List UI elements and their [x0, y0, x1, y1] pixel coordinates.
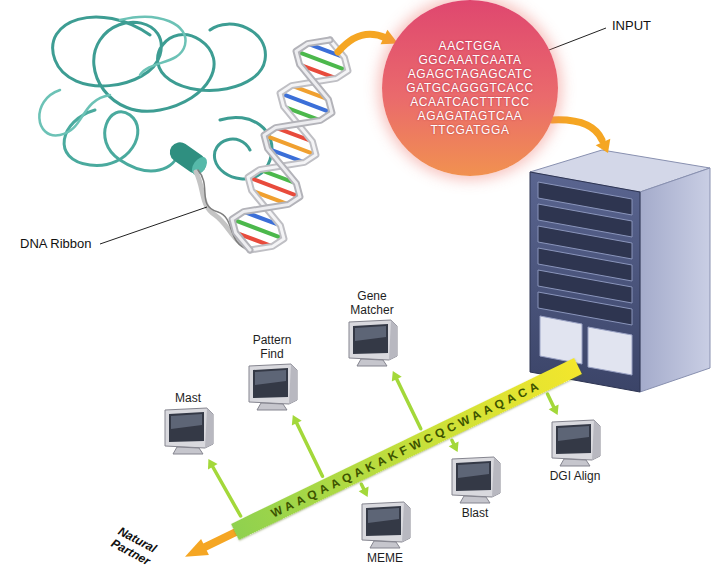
monitor-holder: [343, 318, 401, 368]
monitor-icon: [243, 362, 301, 412]
connector-arrow: [292, 415, 323, 476]
connector-line: [212, 466, 240, 516]
flow-arrow: [552, 120, 610, 153]
workstation-label: Mast: [175, 390, 201, 406]
sequence-text: WAAQAAQAKAKFWCQCWAAQACA: [268, 376, 545, 523]
workstation-node: Gene Matcher: [343, 288, 401, 368]
workstation-node: DGI Align: [546, 418, 604, 484]
callout-label: INPUT: [612, 18, 651, 33]
monitor-holder: [356, 500, 414, 550]
connector-line: [548, 394, 555, 408]
connector-line: [396, 378, 421, 429]
sequence-text: AACTGGA: [439, 39, 502, 53]
output-arrow: [185, 531, 238, 557]
arrow-head: [359, 487, 369, 498]
connector-arrow: [359, 484, 369, 497]
monitor-icon: [546, 418, 604, 468]
workstation-label: Blast: [462, 505, 489, 521]
arrow-head: [392, 371, 402, 382]
workstation-label: Pattern Find: [244, 332, 300, 362]
connector-arrow: [208, 459, 241, 516]
monitor-holder: [243, 362, 301, 412]
arrow-head: [208, 459, 218, 470]
arrow-head: [449, 442, 459, 453]
monitor-holder: [546, 418, 604, 468]
monitor-icon: [343, 318, 401, 368]
arrow-head: [292, 415, 302, 426]
monitor-icon: [446, 455, 504, 505]
connector-arrow: [392, 371, 421, 429]
sequence-text: GGCAAATCAATA: [418, 53, 521, 67]
sequence-text: ACAATCACTTTTCC: [410, 95, 530, 109]
workstation-node: Mast: [159, 390, 217, 456]
workstation-label: Gene Matcher: [344, 288, 400, 318]
connector-arrow: [449, 440, 459, 452]
monitor-holder: [446, 455, 504, 505]
workstation-node: Pattern Find: [243, 332, 301, 412]
workstation-node: Blast: [446, 455, 504, 521]
connector-arrow: [548, 394, 559, 415]
workstation-label: MEME: [367, 550, 403, 566]
workstation-label: DGI Align: [550, 468, 601, 484]
output-label: Natural Partner: [99, 519, 169, 574]
flow-arrow: [338, 30, 398, 52]
connector-line: [296, 422, 322, 476]
arrow-head: [549, 405, 559, 416]
monitor-icon: [159, 406, 217, 456]
server-tower: [530, 150, 710, 392]
sequence-text: GATGCAGGGTCACC: [406, 81, 534, 95]
sequence-text: AGAGCTAGAGCATC: [408, 67, 533, 81]
callout-label: DNA Ribbon: [20, 236, 92, 251]
workstation-node: MEME: [356, 500, 414, 566]
chromatin-cylinder: [166, 138, 210, 177]
monitor-holder: [159, 406, 217, 456]
tangled-dna-strands: [39, 17, 272, 179]
monitor-icon: [356, 500, 414, 550]
sequence-input-circle: AACTGGAGGCAAATCAATAAGAGCTAGAGCATCGATGCAG…: [382, 0, 558, 176]
sequence-text: AGAGATAGTCAA: [418, 109, 523, 123]
double-helix: [232, 40, 348, 250]
sequence-text: TTCGATGGA: [430, 123, 509, 137]
